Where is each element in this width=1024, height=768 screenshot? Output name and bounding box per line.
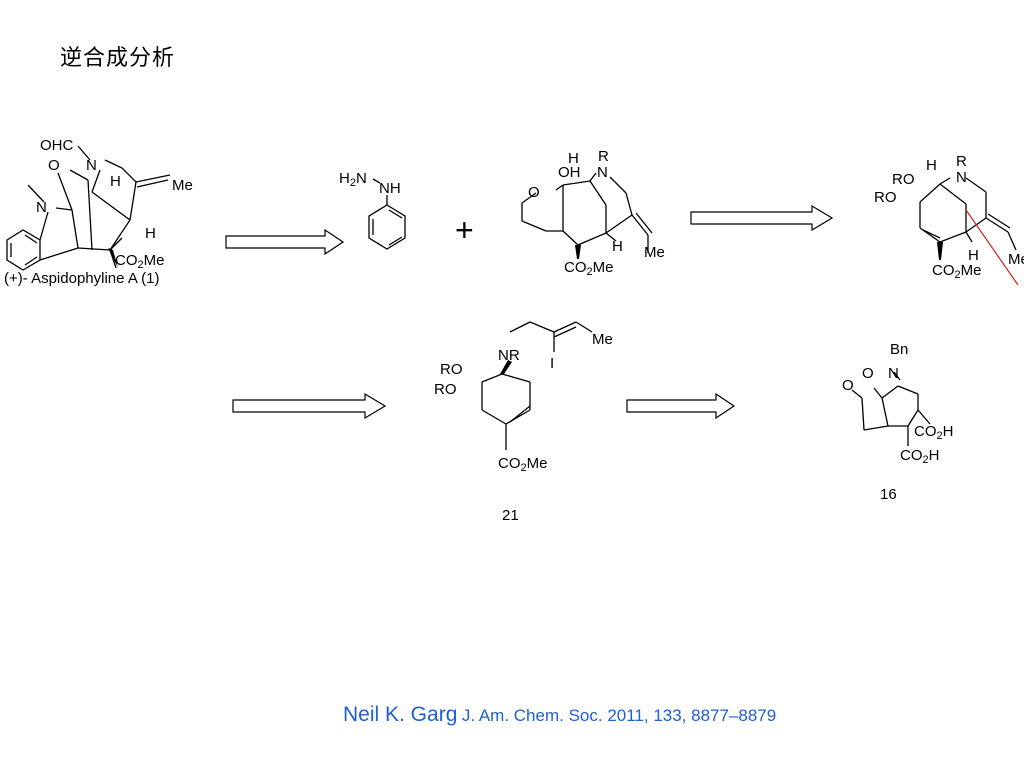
label-nr: NR xyxy=(498,347,520,364)
label-oh: OH xyxy=(558,164,581,181)
label-co2me: CO2Me xyxy=(932,262,982,281)
compound-21-skeleton xyxy=(481,321,593,450)
label-o-bridge: O xyxy=(48,157,60,174)
label-iodine: I xyxy=(550,355,555,372)
caption-compound-16: 16 xyxy=(880,486,897,503)
compound-16-skeleton xyxy=(851,371,931,446)
label-bn: Bn xyxy=(890,341,909,358)
label-ro-2: RO xyxy=(434,381,457,398)
label-n: N xyxy=(956,169,967,186)
label-r: R xyxy=(598,148,609,165)
label-me: Me xyxy=(1008,251,1024,268)
label-h-top: H xyxy=(926,157,937,174)
slide-title: 逆合成分析 xyxy=(60,46,176,71)
label-n-indoline: N xyxy=(36,199,47,216)
caption-aspidophyline: (+)- Aspidophyline A (1) xyxy=(4,270,160,287)
citation: Neil K. Garg J. Am. Chem. Soc. 2011, 133… xyxy=(343,703,776,727)
label-n: N xyxy=(597,164,608,181)
phenylhydrazine-skeleton xyxy=(368,178,406,250)
label-r: R xyxy=(956,153,967,170)
structure-aspidophyline: OHC N O H Me N H CO2Me xyxy=(0,130,215,300)
structure-compound-16: Bn O N O CO2H CO2H xyxy=(838,336,978,476)
label-o-2: O xyxy=(842,377,854,394)
label-co2h-1: CO2H xyxy=(914,423,954,442)
label-co2me: CO2Me xyxy=(498,455,548,474)
label-h-1: H xyxy=(568,150,579,167)
label-n: N xyxy=(888,365,899,382)
label-h2n: H2N xyxy=(339,170,367,189)
retro-arrow-4 xyxy=(626,393,736,419)
label-me: Me xyxy=(644,244,665,261)
citation-journal: J. Am. Chem. Soc. 2011, 133, 8877–8879 xyxy=(461,706,777,725)
label-nh: NH xyxy=(379,180,401,197)
label-ro-2: RO xyxy=(874,189,897,206)
label-me: Me xyxy=(172,177,193,194)
label-co2me: CO2Me xyxy=(115,252,165,271)
citation-author: Neil K. Garg xyxy=(343,703,458,726)
aspidophyline-skeleton xyxy=(6,145,171,271)
label-h-bottom: H xyxy=(968,247,979,264)
label-o-1: O xyxy=(862,365,874,382)
label-h-bottom: H xyxy=(145,225,156,242)
retro-arrow-2 xyxy=(690,205,834,231)
structure-compound-21: Me I NR RO RO CO2Me xyxy=(430,318,630,478)
bicycle-skeleton xyxy=(919,177,1019,285)
label-ohc: OHC xyxy=(40,137,74,154)
plus-sign: + xyxy=(455,212,474,248)
label-ro-1: RO xyxy=(440,361,463,378)
label-me: Me xyxy=(592,331,613,348)
label-n-formyl: N xyxy=(86,157,97,174)
structure-bicycle: H R RO N RO H Me CO2Me xyxy=(868,150,1024,285)
retro-arrow-1 xyxy=(225,229,345,255)
label-co2h-2: CO2H xyxy=(900,447,940,466)
structure-phenylhydrazine: H2N NH xyxy=(335,165,425,275)
structure-tricycle: OH H R N O H Me CO2Me xyxy=(508,145,678,280)
label-h-top: H xyxy=(110,173,121,190)
label-co2me: CO2Me xyxy=(564,259,614,278)
caption-compound-21: 21 xyxy=(502,507,519,524)
label-o: O xyxy=(528,184,540,201)
tricycle-skeleton xyxy=(521,172,653,259)
label-ro-1: RO xyxy=(892,171,915,188)
retro-arrow-3 xyxy=(232,393,387,419)
label-h-2: H xyxy=(612,238,623,255)
